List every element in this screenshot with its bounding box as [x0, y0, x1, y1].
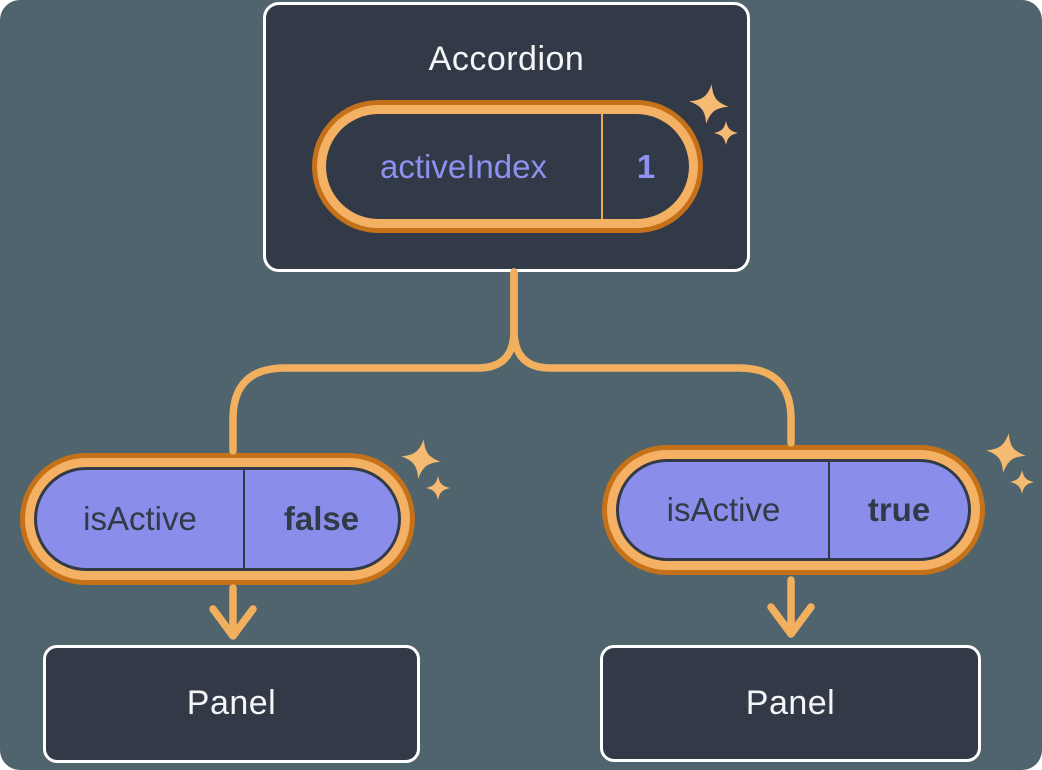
down-arrow-head-left — [209, 605, 257, 640]
down-arrow-head-right — [767, 603, 815, 638]
state-pill-body: activeIndex 1 — [326, 114, 689, 219]
prop-value-label: true — [867, 491, 931, 528]
panel-title: Panel — [186, 684, 277, 723]
prop-pill-isactive-true: isActive true — [602, 445, 985, 575]
panel-node-left: Panel — [43, 645, 420, 763]
state-value-label: 1 — [636, 147, 656, 185]
prop-pill-body: isActive true — [616, 459, 971, 561]
sparkle-icon — [426, 476, 450, 500]
state-name-label: activeIndex — [380, 147, 547, 185]
prop-pill-ring: isActive false — [25, 458, 410, 580]
prop-pill-ring: isActive true — [607, 450, 980, 570]
sparkle-icon — [1010, 470, 1034, 494]
prop-pill-divider — [828, 462, 830, 558]
panel-title: Panel — [745, 683, 836, 722]
prop-pill-divider — [243, 470, 245, 568]
prop-name-label: isActive — [83, 500, 197, 537]
state-pill-ring: activeIndex 1 — [317, 105, 698, 228]
prop-pill-isactive-false: isActive false — [20, 453, 415, 585]
prop-name-label: isActive — [666, 491, 781, 528]
accordion-title: Accordion — [428, 40, 585, 78]
state-pill-activeindex: activeIndex 1 — [312, 100, 703, 233]
panel-node-right: Panel — [600, 645, 981, 762]
prop-value-label: false — [283, 500, 360, 537]
prop-pill-body: isActive false — [34, 467, 401, 571]
tree-connector-left — [229, 268, 518, 455]
tree-connector-right — [510, 268, 795, 447]
state-pill-divider — [601, 114, 603, 219]
sparkle-icon — [401, 439, 441, 479]
sparkle-icon — [986, 433, 1026, 473]
